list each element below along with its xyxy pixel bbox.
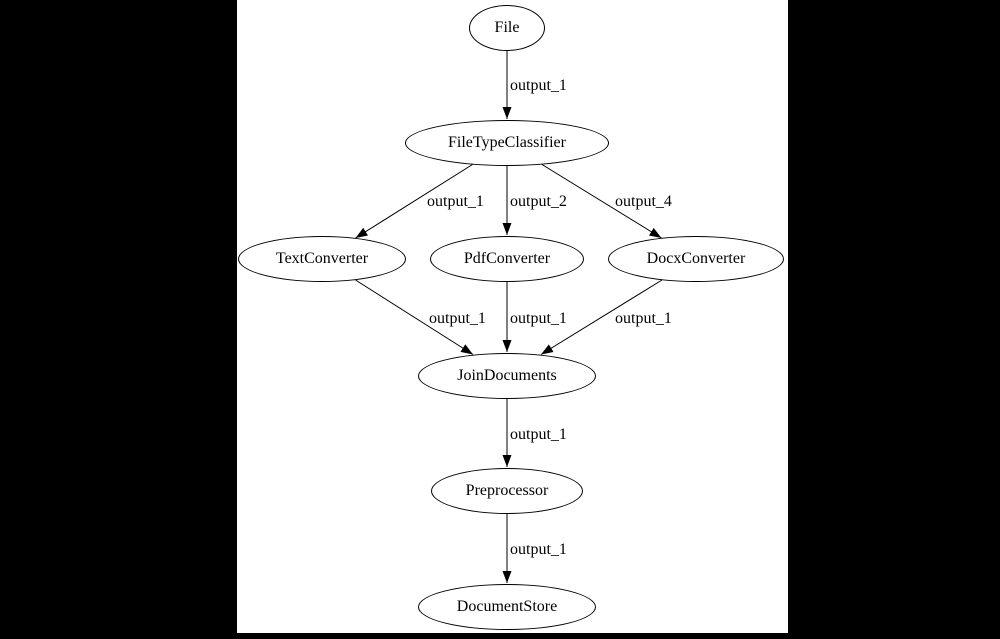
node-preprocessor: Preprocessor: [431, 468, 583, 514]
edge-label-filetypeclassifier-docxconverter: output_4: [615, 193, 672, 210]
diagram-canvas: File FileTypeClassifier TextConverter Pd…: [237, 0, 788, 633]
edge-filetypeclassifier-to-docxconverter: [541, 164, 662, 239]
edge-label-filetypeclassifier-pdfconverter: output_2: [510, 193, 567, 210]
node-joindocuments-label: JoinDocuments: [457, 367, 557, 384]
edge-filetypeclassifier-to-textconverter: [355, 164, 473, 239]
edge-label-filetypeclassifier-textconverter: output_1: [427, 193, 484, 210]
node-pdfconverter-label: PdfConverter: [463, 250, 551, 267]
edges-layer: [355, 51, 663, 583]
edge-label-pdfconverter-joindocuments: output_1: [510, 310, 567, 327]
edge-label-textconverter-joindocuments: output_1: [429, 310, 486, 327]
edge-textconverter-to-joindocuments: [355, 279, 474, 355]
node-filetypeclassifier: FileTypeClassifier: [405, 120, 609, 166]
node-docxconverter-label: DocxConverter: [646, 250, 746, 267]
node-documentstore: DocumentStore: [418, 584, 596, 630]
edge-label-joindocuments-preprocessor: output_1: [510, 426, 567, 443]
edge-label-file-filetypeclassifier: output_1: [510, 77, 567, 94]
node-textconverter-label: TextConverter: [275, 250, 369, 267]
node-joindocuments: JoinDocuments: [418, 353, 596, 399]
edge-docxconverter-to-joindocuments: [540, 279, 663, 355]
edge-label-docxconverter-joindocuments: output_1: [615, 310, 672, 327]
node-preprocessor-label: Preprocessor: [465, 482, 549, 499]
node-file: File: [469, 5, 545, 51]
node-docxconverter: DocxConverter: [608, 236, 784, 282]
node-documentstore-label: DocumentStore: [456, 598, 558, 615]
node-pdfconverter: PdfConverter: [430, 236, 584, 282]
edge-label-preprocessor-documentstore: output_1: [510, 541, 567, 558]
node-file-label: File: [494, 19, 520, 36]
node-filetypeclassifier-label: FileTypeClassifier: [448, 134, 566, 151]
node-textconverter: TextConverter: [238, 236, 406, 282]
